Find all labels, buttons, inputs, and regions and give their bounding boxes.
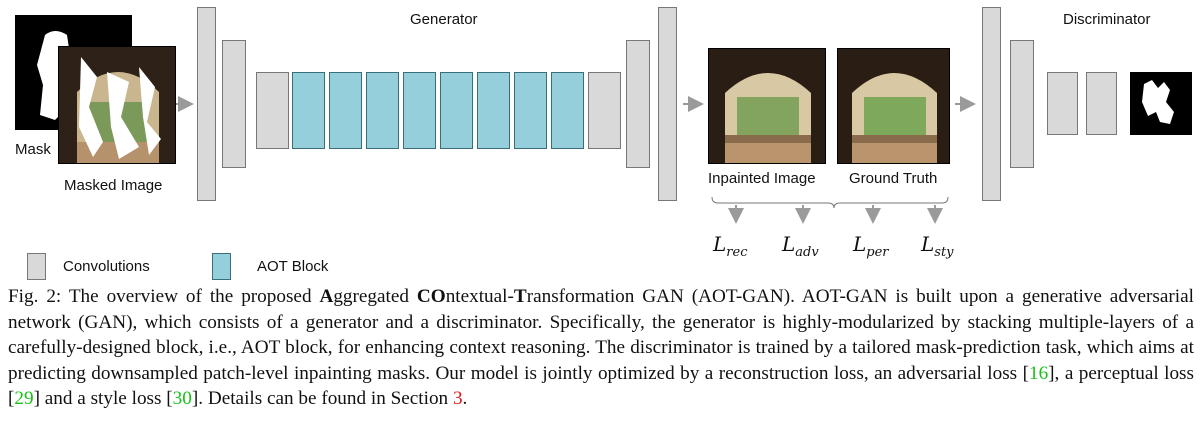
aot-block-8 <box>551 72 584 149</box>
predicted-mask-image <box>1130 72 1192 135</box>
citation-30[interactable]: 30 <box>172 388 192 409</box>
discriminator-conv-1 <box>982 7 1001 201</box>
masked-image-label: Masked Image <box>64 177 163 194</box>
aot-block-2 <box>329 72 362 149</box>
generator-conv-6 <box>658 7 677 201</box>
masked-image <box>58 46 176 164</box>
loss-per: Lper <box>853 232 889 260</box>
discriminator-label: Discriminator <box>1063 11 1151 28</box>
discriminator-conv-4 <box>1086 72 1117 135</box>
citation-16[interactable]: 16 <box>1028 362 1049 384</box>
mask-label: Mask <box>15 141 51 158</box>
legend-aot-swatch <box>212 253 231 280</box>
aot-block-4 <box>403 72 436 149</box>
inpainted-image-scene <box>709 49 825 163</box>
discriminator-conv-3 <box>1047 72 1078 135</box>
discriminator-conv-2 <box>1010 40 1034 168</box>
aot-block-5 <box>440 72 473 149</box>
aot-block-3 <box>366 72 399 149</box>
generator-conv-2 <box>222 40 246 168</box>
inpainted-image <box>708 48 826 164</box>
ground-truth-image <box>837 48 950 164</box>
loss-rec: Lrec <box>713 232 748 260</box>
generator-conv-3 <box>256 72 289 149</box>
figure-caption: Fig. 2: The overview of the proposed Agg… <box>8 286 1194 409</box>
citation-29[interactable]: 29 <box>14 388 34 409</box>
predicted-mask-shape <box>1142 80 1174 124</box>
generator-conv-4 <box>588 72 621 149</box>
section-ref-3[interactable]: 3 <box>452 388 463 409</box>
loss-sty: Lsty <box>921 232 954 260</box>
legend-aot-label: AOT Block <box>257 258 329 275</box>
loss-brace <box>711 196 949 209</box>
arrows-layer <box>176 96 976 224</box>
ground-truth-label: Ground Truth <box>849 170 938 187</box>
generator-conv-1 <box>197 7 216 201</box>
inpainted-image-label: Inpainted Image <box>708 170 816 187</box>
generator-conv-5 <box>626 40 650 168</box>
generator-label: Generator <box>410 11 478 28</box>
loss-adv: Ladv <box>782 232 819 260</box>
aot-block-7 <box>514 72 547 149</box>
ground-truth-scene <box>838 49 949 163</box>
legend-conv-swatch <box>27 253 46 280</box>
aot-block-6 <box>477 72 510 149</box>
aot-block-1 <box>292 72 325 149</box>
masked-image-scene <box>59 47 175 163</box>
legend-conv-label: Convolutions <box>63 258 150 275</box>
